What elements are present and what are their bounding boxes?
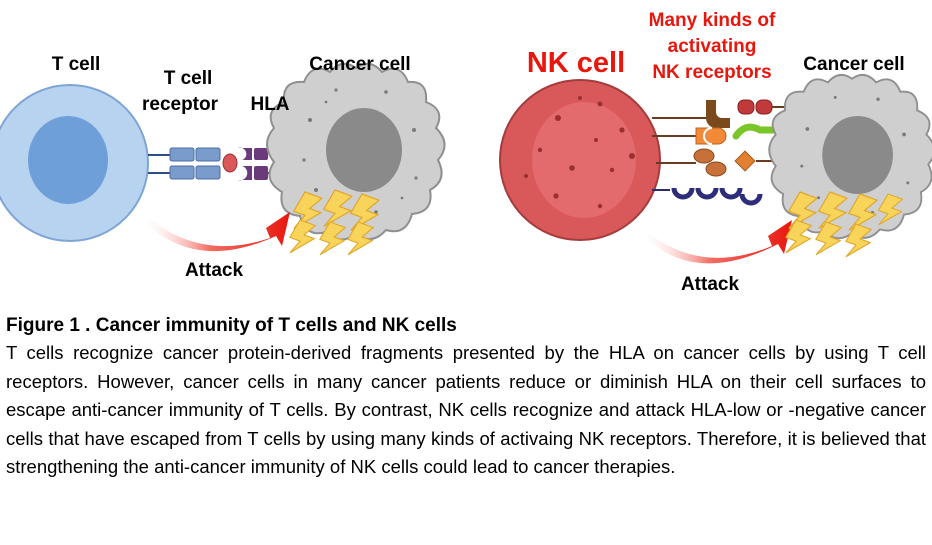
figure-caption: Figure 1 . Cancer immunity of T cells an… <box>6 312 926 482</box>
nk-receptors <box>671 100 763 206</box>
t-cell-label: T cell <box>52 54 101 75</box>
caption-title: Figure 1 . Cancer immunity of T cells an… <box>6 315 457 336</box>
nk-receptors-label-line3: NK receptors <box>652 62 771 83</box>
nk-cell-label: NK cell <box>527 47 625 79</box>
t-cell-receptor <box>169 147 221 180</box>
t-cell <box>0 84 149 242</box>
cancer-cell-left <box>266 62 446 241</box>
nk-ligands <box>732 99 790 172</box>
attack-arrow-left <box>145 212 290 252</box>
attack-arrow-right <box>645 220 792 264</box>
peptide-fragment <box>222 153 238 173</box>
cancer-cell-right <box>768 73 932 240</box>
attack-label-right: Attack <box>681 274 740 295</box>
right-panel: NK cell Many kinds of activating NK rece… <box>499 10 932 295</box>
cancer-cell-label-left: Cancer cell <box>309 54 410 75</box>
tcr-label-line1: T cell <box>164 68 213 89</box>
tcr-label-line2: receptor <box>142 94 219 115</box>
nk-cell <box>499 79 661 241</box>
nk-receptors-label-line2: activating <box>668 36 757 57</box>
caption-body: T cells recognize cancer protein-derived… <box>6 342 926 478</box>
hla-label: HLA <box>250 94 289 115</box>
nk-receptors-label-line1: Many kinds of <box>649 10 776 31</box>
figure-illustration: T cell T cell receptor HLA Cancer cell A… <box>0 10 932 295</box>
attack-label-left: Attack <box>185 260 244 281</box>
cancer-cell-label-right: Cancer cell <box>803 54 904 75</box>
left-panel: T cell T cell receptor HLA Cancer cell A… <box>0 54 446 281</box>
